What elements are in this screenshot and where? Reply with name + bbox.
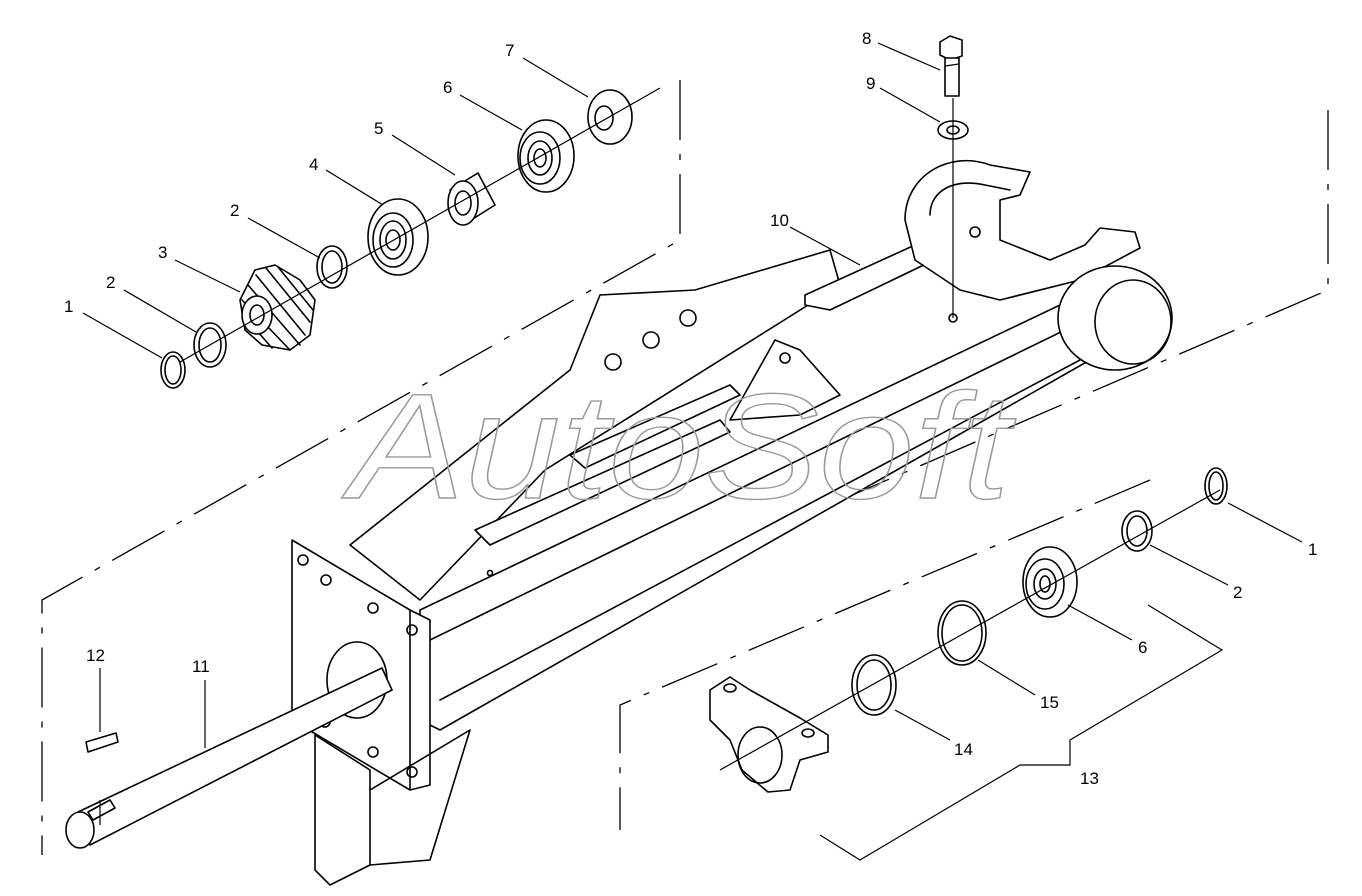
callout-labels: 1 2 3 2 4 5 6 7 8 9 10 11 12 1 2 6 15 14… (64, 29, 1317, 788)
shim-ring (937, 600, 987, 666)
cap-screw (939, 35, 963, 97)
kit-13-outline (619, 479, 1224, 861)
ball-bearing-6-lower (1022, 546, 1078, 618)
callout-1-upper: 1 (64, 297, 73, 316)
callout-12: 12 (86, 646, 105, 665)
key (85, 732, 119, 753)
callout-5: 5 (374, 119, 383, 138)
callout-2-lower: 2 (1233, 583, 1242, 602)
callout-13: 13 (1080, 769, 1099, 788)
callout-14: 14 (954, 740, 973, 759)
autosoft-watermark: AutoSoft (341, 362, 1016, 530)
callout-11: 11 (192, 657, 210, 676)
callout-10: 10 (770, 211, 789, 230)
callout-6-lower: 6 (1138, 638, 1147, 657)
callout-6-upper: 6 (443, 78, 452, 97)
spacer-sleeve (447, 172, 496, 226)
callout-3: 3 (158, 243, 167, 262)
main-beam (291, 159, 1173, 886)
callout-15: 15 (1040, 693, 1059, 712)
retaining-ring-upper (160, 351, 186, 389)
bevel-gear (239, 264, 316, 351)
snap-ring (851, 654, 897, 716)
callout-2-upper-right: 2 (230, 201, 239, 220)
ball-bearing-6-upper (517, 119, 575, 193)
callout-1-lower: 1 (1308, 540, 1317, 559)
upper-group-outline (41, 80, 681, 855)
axis-lines (99, 87, 1221, 825)
leader-lines (82, 42, 1303, 748)
callout-8: 8 (862, 29, 871, 48)
bearing-housing (709, 676, 829, 793)
callout-7: 7 (505, 41, 514, 60)
callout-4: 4 (309, 155, 318, 174)
retaining-ring-lower (1204, 467, 1228, 505)
callout-9: 9 (866, 74, 875, 93)
shaft (65, 667, 393, 849)
callout-2-upper-left: 2 (106, 273, 115, 292)
